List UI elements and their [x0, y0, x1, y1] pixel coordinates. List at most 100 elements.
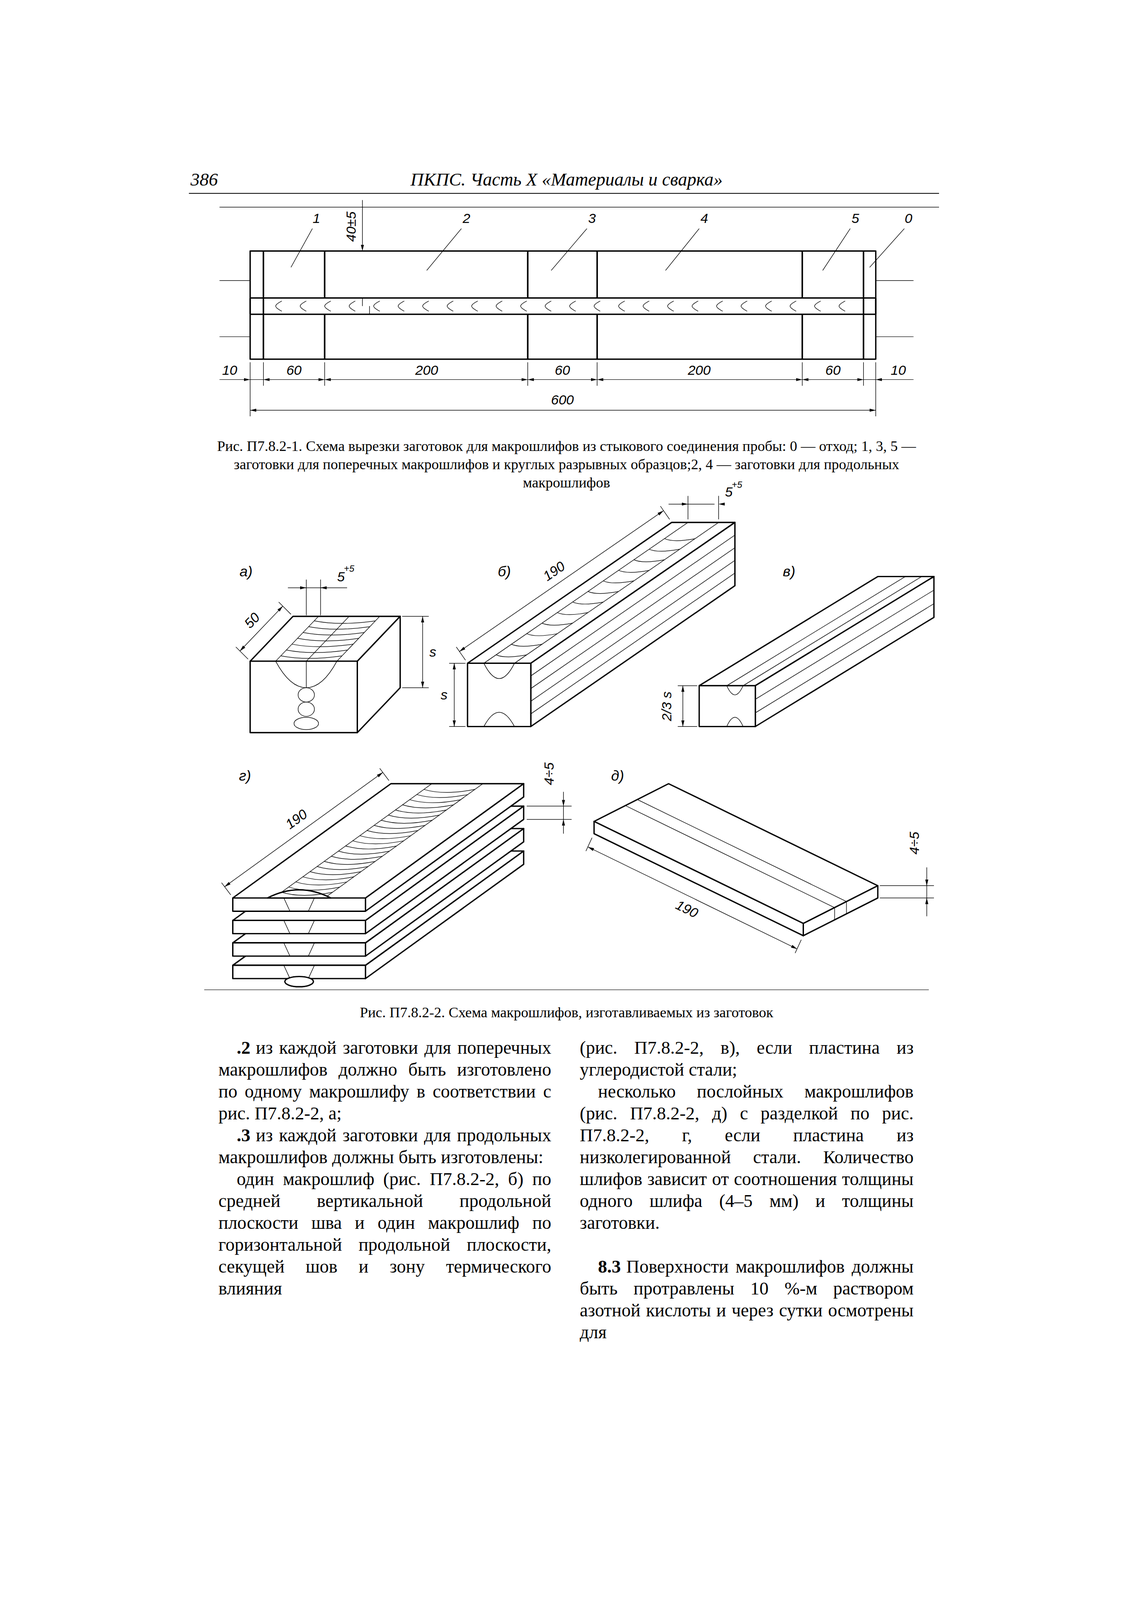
arrowhead	[925, 897, 929, 904]
lower-plate	[249, 314, 876, 359]
leader-line	[551, 228, 587, 271]
extension-line	[526, 819, 572, 820]
bar-front-face	[699, 685, 756, 727]
weld-chevron	[544, 300, 551, 312]
arrowhead	[420, 681, 425, 688]
extension-line	[875, 362, 877, 417]
weld-boundary	[483, 522, 689, 664]
weld-ripple	[302, 876, 354, 881]
weld-ripple	[291, 644, 353, 648]
weld-ripple	[281, 892, 333, 896]
weld-chevron	[814, 300, 821, 312]
body-paragraph: один макрошлиф (рис. П7.8.2-2, б) по сре…	[218, 1168, 552, 1300]
plate-front-face	[594, 821, 804, 936]
weld-chevron	[471, 300, 478, 312]
weld-ripple	[526, 633, 558, 636]
dimension-value: s	[429, 644, 437, 661]
view-letter: г)	[238, 767, 251, 785]
weld-ripple	[664, 538, 696, 541]
weld-ripple	[572, 601, 604, 604]
weld-ripple	[416, 794, 468, 799]
extension-line	[802, 362, 803, 386]
cut-line	[801, 251, 804, 299]
weld-ripple	[359, 835, 411, 840]
extension-line	[863, 362, 864, 386]
extension-line	[456, 647, 466, 661]
arrowhead	[790, 944, 798, 950]
dimension-line	[587, 846, 798, 950]
weld-chevron	[349, 300, 356, 312]
clause-number: .3	[236, 1125, 251, 1146]
clause-number: .2	[236, 1037, 251, 1059]
running-head: ПКПС. Часть X «Материалы и сварка»	[410, 169, 723, 191]
weld-chevron	[496, 300, 503, 312]
weld-boundary	[625, 805, 835, 921]
block-side-face	[357, 616, 400, 733]
body-paragraph: 8.3Поверхности макрошлифов должны быть п…	[579, 1255, 914, 1344]
weld-section	[283, 943, 315, 957]
weld-pass	[298, 687, 315, 702]
bar-front-face	[467, 663, 531, 727]
dimension-tolerance: +5	[731, 479, 743, 491]
leader-line	[426, 228, 462, 271]
weld-ripple	[423, 789, 475, 793]
extension-line	[677, 726, 698, 727]
dimension-value: 60	[825, 362, 841, 379]
dimension-value: 4÷5	[541, 762, 558, 786]
extension-line	[449, 726, 466, 727]
weld-ripple	[649, 549, 680, 551]
arrowhead	[857, 378, 864, 382]
arrowhead	[324, 378, 331, 382]
arrowhead	[657, 510, 664, 516]
arrowhead	[377, 772, 384, 778]
extension-line	[879, 897, 934, 899]
extension-line	[449, 663, 466, 664]
body-text: из каждой заготовки для продольных макро…	[218, 1125, 552, 1168]
extension-line	[596, 362, 598, 386]
weld-ripple	[345, 845, 397, 850]
arrowhead	[527, 378, 534, 382]
weld-ripple	[395, 809, 447, 814]
weld-boundary	[324, 783, 483, 899]
arrowhead	[239, 645, 246, 652]
dimension-line	[668, 503, 715, 505]
arrowhead	[521, 378, 528, 382]
callout-number: 1	[312, 210, 321, 227]
arrowhead	[459, 646, 466, 652]
weld-chevron	[569, 300, 576, 312]
weld-ripple	[603, 581, 634, 583]
weld-ripple	[633, 560, 665, 562]
dimension-tolerance: +5	[343, 563, 355, 574]
block-front-face	[249, 661, 358, 733]
leader-line	[822, 228, 851, 271]
weld-ripple	[280, 655, 343, 659]
center-line	[219, 280, 250, 281]
dimension-value: 60	[286, 362, 302, 379]
view-letter: а)	[239, 563, 253, 581]
arrowhead	[277, 606, 283, 612]
weld-chevron	[422, 300, 429, 312]
weld-seam-marks	[275, 300, 846, 312]
arrowhead	[360, 244, 364, 251]
view-letter: в)	[782, 563, 795, 581]
weld-ripples	[280, 538, 696, 896]
arrowhead	[561, 819, 566, 826]
extension-line	[526, 805, 572, 807]
callout-leaders	[290, 228, 905, 271]
text-column: (рис. П7.8.2-2, в), если пластина из угл…	[579, 1037, 914, 1344]
weld-ripple	[511, 644, 542, 647]
weld-ripple	[295, 881, 348, 886]
cut-line	[527, 251, 529, 299]
arrowhead	[318, 378, 325, 382]
extension-line	[660, 506, 670, 520]
weld-chevron	[398, 300, 405, 312]
weld-ripple	[338, 851, 390, 855]
weld-ripple	[587, 591, 619, 594]
weld-break	[369, 306, 370, 315]
arrowhead	[718, 502, 725, 506]
dimension-lines	[219, 362, 914, 417]
extension-line	[795, 939, 802, 954]
dimension-value: s	[440, 687, 448, 704]
dimension-value: 2/3 s	[658, 691, 675, 722]
